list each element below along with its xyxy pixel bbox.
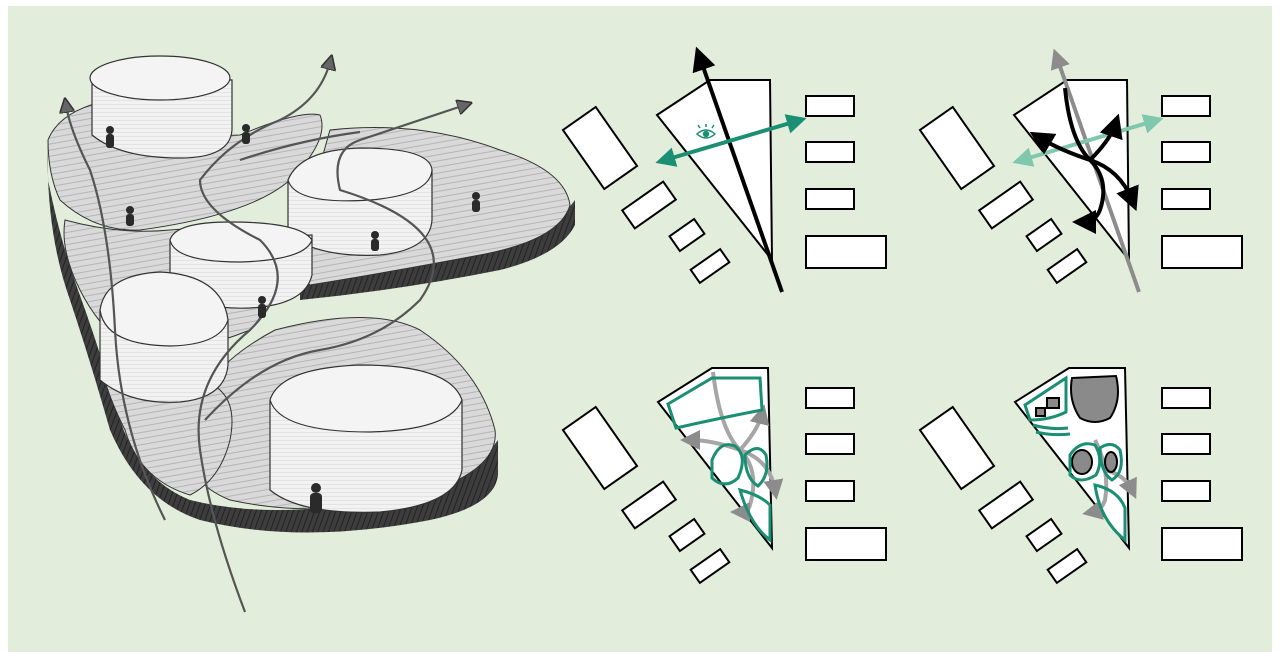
block [1162,189,1210,209]
block [1162,388,1210,408]
person-figure-icon [242,124,250,144]
person-figure-icon [126,206,134,226]
person-figure-icon [371,231,379,251]
block [691,549,730,583]
block [806,481,854,501]
block [806,142,854,162]
block [920,107,994,189]
person-figure-icon [258,296,266,318]
building-5 [270,365,462,512]
block [920,407,994,489]
block [1162,142,1210,162]
block [1162,96,1210,116]
block [806,96,854,116]
block [1048,249,1087,283]
block [806,189,854,209]
block [806,388,854,408]
block [1027,219,1062,251]
person-figure-icon [310,483,322,513]
block [979,482,1033,529]
block [691,249,730,283]
block [806,528,886,560]
block [1048,549,1087,583]
block [1162,236,1242,268]
block [670,519,705,551]
site-sketch [48,56,575,612]
block [1162,528,1242,560]
block [1027,519,1062,551]
block [622,482,676,529]
block [979,182,1033,229]
block [563,107,637,189]
person-figure-icon [472,192,480,212]
person-figure-icon [106,126,114,148]
block [563,407,637,489]
block [806,236,886,268]
diagram-flows [920,58,1242,292]
diagram-program [920,368,1242,583]
block [622,182,676,229]
diagram-view-axis [563,58,886,292]
block [1162,481,1210,501]
diagram-zones [563,368,886,583]
block [670,219,705,251]
block [1162,434,1210,454]
block [806,434,854,454]
